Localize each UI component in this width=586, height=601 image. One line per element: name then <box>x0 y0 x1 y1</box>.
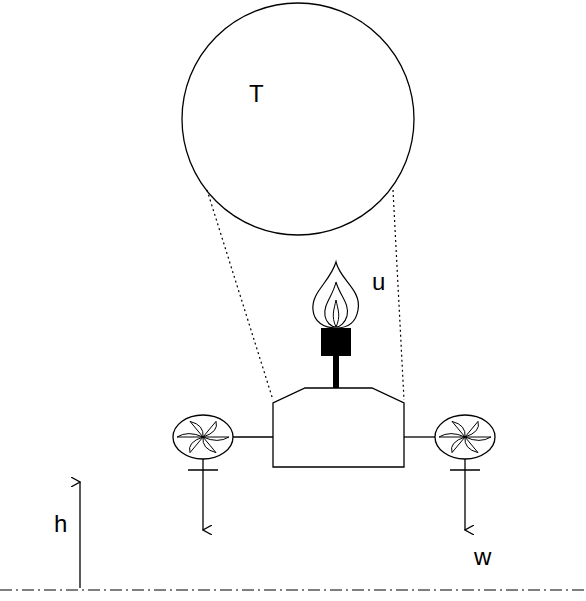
burner <box>321 328 351 356</box>
fan-mount <box>464 459 465 470</box>
flame-core <box>333 300 338 327</box>
burner-stem <box>333 356 339 388</box>
variable-label: w <box>474 545 491 569</box>
suspension-line <box>393 190 404 400</box>
thrust-arrow <box>202 470 203 530</box>
flame-inner <box>325 282 348 327</box>
fan-arm <box>233 436 273 437</box>
variable-label: h <box>54 512 67 536</box>
thrust-arrow <box>464 470 465 530</box>
fan-blades <box>177 421 229 452</box>
variable-label: T <box>249 82 264 106</box>
height-arrow <box>79 482 80 588</box>
variable-label: u <box>372 270 385 294</box>
flame <box>313 262 359 328</box>
fan-arm <box>404 436 435 437</box>
fan-blades <box>439 421 491 452</box>
fan-mount <box>202 459 203 470</box>
fan <box>435 415 495 459</box>
ground-line <box>0 589 586 590</box>
fan <box>173 415 233 459</box>
basket <box>273 388 404 467</box>
suspension-line <box>207 190 273 400</box>
balloon-envelope: T <box>181 2 415 236</box>
envelope-outline <box>181 2 415 236</box>
